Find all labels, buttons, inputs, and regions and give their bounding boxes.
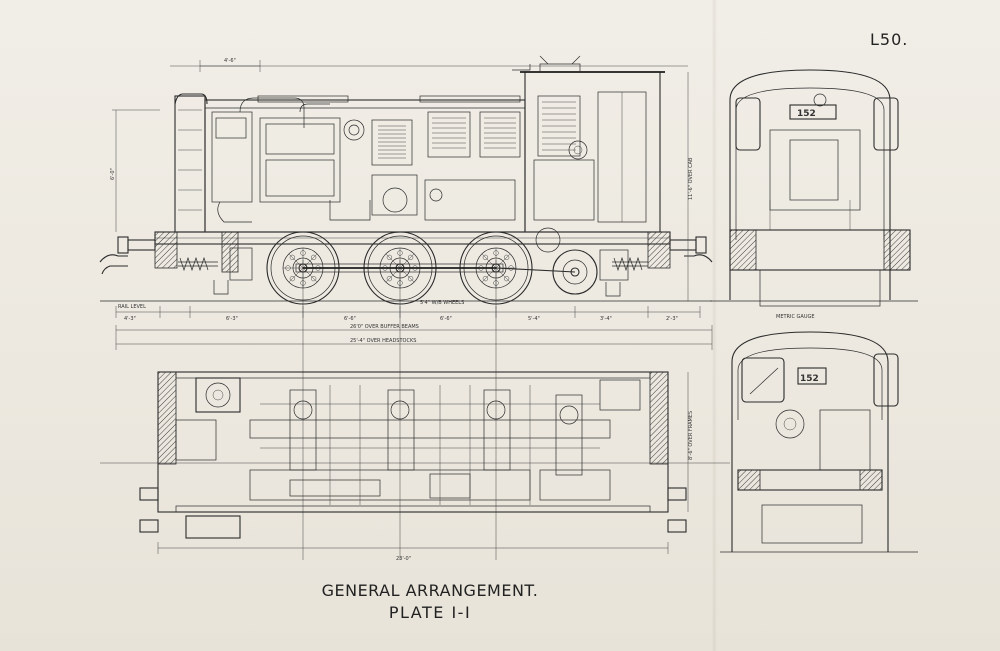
top-dimension: 4'-6" xyxy=(224,58,236,64)
engine-block xyxy=(211,111,521,221)
svg-text:6'-6": 6'-6" xyxy=(440,316,452,322)
overall-headstocks-label: 25'-4" OVER HEADSTOCKS xyxy=(350,338,416,344)
overall-buffers-label: 26'0" OVER BUFFER BEAMS xyxy=(350,324,419,330)
plan-length-label: 23'-0" xyxy=(396,556,411,562)
rear-buffer-beam xyxy=(647,231,671,269)
segment-dimensions: 4'-3" 6'-3" 6'-6" 6'-6" 5'-4" 3'-4" 2'-3… xyxy=(124,316,678,322)
side-elevation-dimensions xyxy=(115,60,713,560)
plan-view xyxy=(100,371,730,554)
radiator xyxy=(174,95,206,233)
front-buffer-beam xyxy=(154,231,178,269)
wheelbase-label: 5'4" W/B WHEELS xyxy=(420,300,464,306)
svg-text:2'-3": 2'-3" xyxy=(666,316,678,322)
plate-id: L50. xyxy=(870,30,909,49)
drawing-title: GENERAL ARRANGEMENT. PLATE I-I xyxy=(0,580,860,624)
front-end-view xyxy=(710,69,918,307)
svg-text:6'-6": 6'-6" xyxy=(344,316,356,322)
width-over-frames-label: 8'-6" OVER FRAMES xyxy=(688,411,694,460)
rear-buffer xyxy=(669,236,713,263)
height-over-cab-label: 11'-6" OVER CAB xyxy=(688,157,694,200)
svg-text:3'-4": 3'-4" xyxy=(600,316,612,322)
svg-text:5'-4": 5'-4" xyxy=(528,316,540,322)
title-line-2: PLATE I-I xyxy=(388,603,472,622)
side-elevation xyxy=(99,55,713,305)
left-height-label: 6'-0" xyxy=(110,168,116,180)
cab-side xyxy=(512,55,665,233)
engine-number-front: 152 xyxy=(797,109,816,119)
rear-end-view xyxy=(720,331,918,553)
rail-level-label: RAIL LEVEL xyxy=(118,304,146,310)
title-line-1: GENERAL ARRANGEMENT. xyxy=(321,581,539,600)
metric-gauge-label: METRIC GAUGE xyxy=(776,314,815,320)
engine-number-rear: 152 xyxy=(800,374,819,384)
engine-bonnet xyxy=(204,99,526,233)
plan-frame xyxy=(157,371,669,513)
front-buffer xyxy=(99,236,156,275)
svg-text:4'-3": 4'-3" xyxy=(124,316,136,322)
svg-text:6'-3": 6'-3" xyxy=(226,316,238,322)
